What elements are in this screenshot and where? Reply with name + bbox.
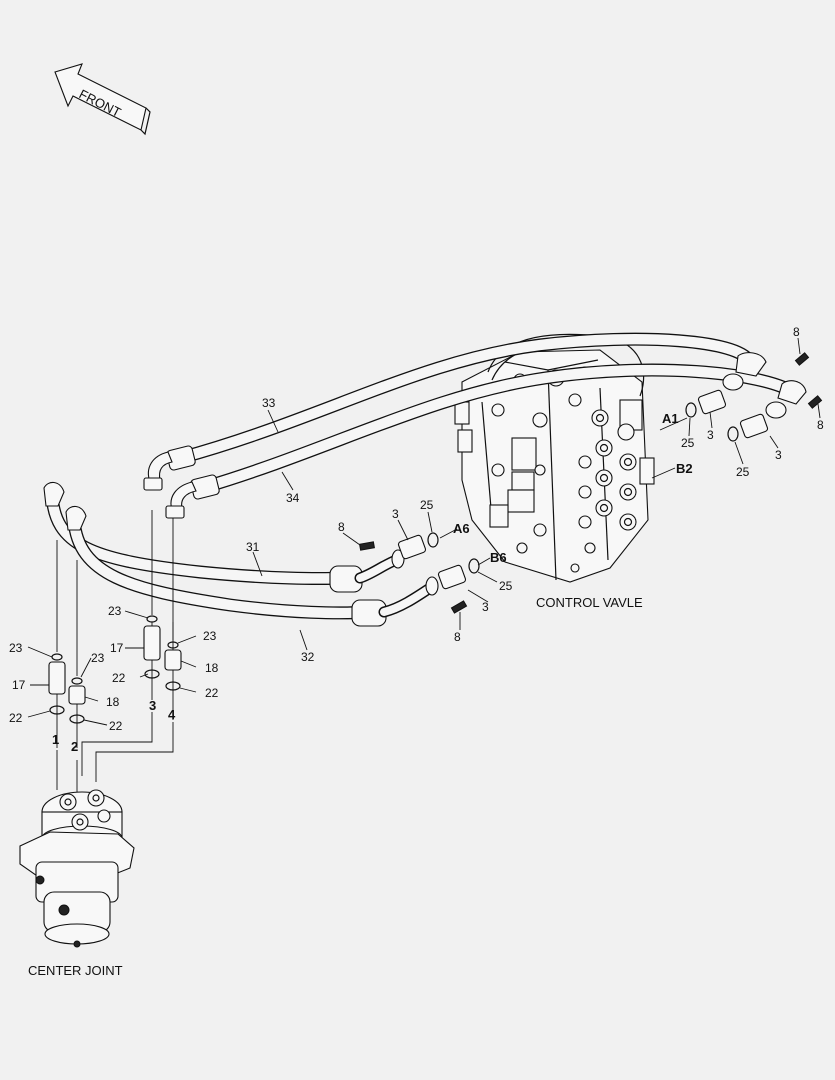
port-b2: B2: [676, 461, 693, 476]
port-3: 3: [149, 698, 156, 713]
callout-labels: 33 34 31 32 8 8 8 8 3 3 3 3 25 25 25 25 …: [9, 325, 824, 733]
port-2: 2: [71, 739, 78, 754]
hose-33: [173, 332, 757, 465]
callout-18-a: 18: [205, 661, 219, 675]
callout-25-b6: 25: [499, 579, 513, 593]
callout-31: 31: [246, 540, 260, 554]
callout-23-d: 23: [91, 651, 105, 665]
hose-fittings: [43, 352, 807, 627]
callout-8-top: 8: [793, 325, 800, 339]
callout-3-a1: 3: [707, 428, 714, 442]
port-4: 4: [168, 707, 176, 722]
front-arrow-icon: FRONT: [54, 63, 151, 136]
port-a6: A6: [453, 521, 470, 536]
callout-3-a6: 3: [392, 507, 399, 521]
callout-25-a1: 25: [681, 436, 695, 450]
callout-8-bottom: 8: [454, 630, 461, 644]
callout-leaders: [27, 337, 821, 726]
callout-8-right: 8: [817, 418, 824, 432]
adapters: [48, 510, 182, 748]
callout-22-a: 22: [112, 671, 126, 685]
control-valve-caption: CONTROL VAVLE: [536, 595, 643, 610]
hose-32: [67, 513, 375, 620]
callout-17-b: 17: [12, 678, 26, 692]
callout-33: 33: [262, 396, 276, 410]
callout-34: 34: [286, 491, 300, 505]
callout-23-a: 23: [108, 604, 122, 618]
port-1: 1: [52, 732, 59, 747]
flanges-and-bolts: [359, 352, 823, 614]
callout-3-b6: 3: [482, 600, 489, 614]
callout-23-c: 23: [9, 641, 23, 655]
callout-22-c: 22: [9, 711, 23, 725]
callout-8-mid: 8: [338, 520, 345, 534]
callout-25-a6: 25: [420, 498, 434, 512]
callout-18-b: 18: [106, 695, 120, 709]
callout-22-d: 22: [109, 719, 123, 733]
port-b6: B6: [490, 550, 507, 565]
callout-32: 32: [301, 650, 315, 664]
hose-31: [45, 488, 352, 585]
callout-17-a: 17: [110, 641, 124, 655]
callout-3-b2: 3: [775, 448, 782, 462]
center-joint: [19, 789, 135, 948]
port-labels: A1 B2 A6 B6 1 2 3 4: [52, 411, 693, 754]
control-valve: [454, 333, 655, 583]
port-a1: A1: [662, 411, 679, 426]
callout-22-b: 22: [205, 686, 219, 700]
callout-23-b: 23: [203, 629, 217, 643]
center-joint-caption: CENTER JOINT: [28, 963, 123, 978]
callout-25-b2: 25: [736, 465, 750, 479]
